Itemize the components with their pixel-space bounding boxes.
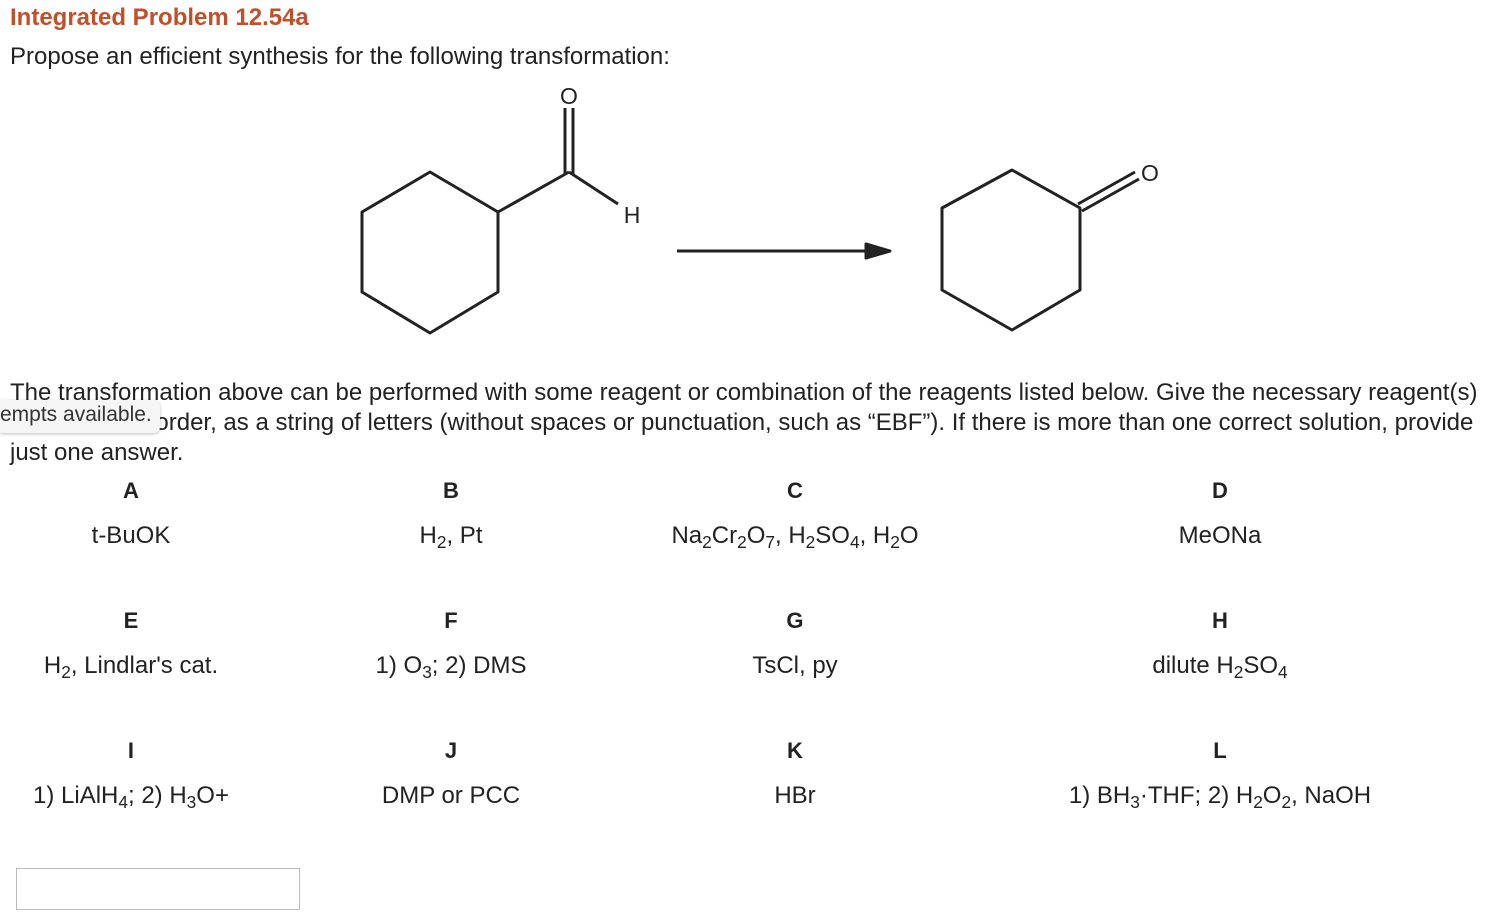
reagent-formula: MeONa: [1179, 522, 1262, 550]
formula-text: , H: [859, 522, 891, 549]
formula-text: TsCl, py: [752, 652, 838, 679]
reagent-letter: G: [786, 608, 804, 633]
reagent-formula: t-BuOK: [92, 522, 171, 550]
reagent-formula: Na2Cr2O7, H2SO4, H2O: [671, 522, 919, 553]
aldehyde-hydrogen-label: H: [624, 202, 641, 228]
problem-title: Integrated Problem 12.54a: [10, 4, 309, 31]
formula-text: dilute H: [1152, 652, 1234, 679]
formula-text: , NaOH: [1291, 782, 1372, 809]
formula-text: Cr: [711, 522, 738, 549]
reagent-letter: B: [443, 478, 459, 503]
formula-text: , Pt: [446, 522, 483, 549]
aldehyde-oxygen-label: O: [560, 83, 578, 109]
formula-text: , H: [774, 522, 806, 549]
reagent-formula: TsCl, py: [752, 652, 837, 680]
formula-subscript: 4: [118, 792, 128, 813]
reagent-formula: dilute H2SO4: [1152, 652, 1288, 683]
starting-ring: [360, 170, 500, 335]
formula-text: 1) BH: [1068, 782, 1131, 809]
reagent-letter: F: [444, 608, 458, 633]
reagent-option-g: G TsCl, py: [752, 608, 837, 680]
reagent-letter: A: [123, 478, 139, 503]
formula-text: 1) LiAlH: [33, 782, 119, 809]
formula-text: ; 2) H: [127, 782, 187, 809]
formula-subscript: 2: [61, 662, 71, 683]
reagent-letter: H: [1212, 608, 1228, 633]
formula-subscript: 2: [702, 532, 712, 553]
reagent-option-f: F 1) O3; 2) DMS: [375, 608, 527, 683]
reagent-formula: H2, Lindlar's cat.: [43, 652, 219, 683]
reagent-formula: 1) LiAlH4; 2) H3O+: [33, 782, 229, 813]
reagent-letter: C: [787, 478, 803, 503]
formula-subscript: 3: [422, 662, 432, 683]
ketone-oxygen-label: O: [1141, 160, 1159, 186]
reagent-letter: E: [123, 608, 139, 633]
reagent-letter: I: [127, 738, 135, 763]
reaction-scheme: O H O: [360, 83, 1159, 335]
formula-text: O+: [196, 782, 229, 809]
aldehyde-h-bond: [568, 170, 619, 206]
reagent-letter: D: [1212, 478, 1228, 503]
reagent-formula: DMP or PCC: [382, 782, 520, 810]
formula-text: O: [746, 522, 766, 549]
reagent-option-d: D MeONa: [1179, 478, 1262, 550]
reagent-formula: H2, Pt: [419, 522, 483, 553]
formula-text: MeONa: [1178, 522, 1262, 549]
formula-text: SO: [1243, 652, 1279, 679]
formula-text: HBr: [774, 782, 816, 809]
reagent-option-e: E H2, Lindlar's cat.: [43, 608, 219, 683]
instructions-text: The transformation above can be performe…: [10, 379, 1478, 466]
formula-text: H: [43, 652, 62, 679]
formula-subscript: 2: [805, 532, 816, 553]
reagent-option-i: I 1) LiAlH4; 2) H3O+: [33, 738, 229, 813]
formula-subscript: 2: [890, 532, 900, 553]
formula-text: SO: [815, 522, 850, 549]
reagent-formula: 1) BH3·THF; 2) H2O2, NaOH: [1068, 782, 1372, 813]
reagent-letter: L: [1213, 738, 1227, 763]
attempts-tooltip: empts available.: [0, 400, 160, 433]
answer-input[interactable]: [16, 868, 300, 910]
formula-subscript: 2: [1281, 792, 1292, 813]
formula-subscript: 3: [186, 792, 197, 813]
formula-subscript: 2: [436, 532, 447, 553]
problem-prompt: Propose an efficient synthesis for the f…: [10, 43, 670, 70]
reagent-formula: HBr: [774, 782, 815, 810]
product-ring: [940, 168, 1082, 332]
ketone-double-bond-b: [1081, 177, 1140, 213]
formula-text: O: [1262, 782, 1282, 809]
formula-text: t-BuOK: [91, 522, 171, 549]
formula-text: Na: [671, 522, 703, 549]
reagent-letter: J: [444, 738, 458, 763]
formula-subscript: 2: [1253, 792, 1263, 813]
ketone-double-bond-a: [1077, 170, 1136, 206]
formula-subscript: 3: [1130, 792, 1140, 813]
formula-subscript: 7: [765, 532, 775, 553]
formula-text: H: [419, 522, 437, 549]
reagent-option-j: J DMP or PCC: [382, 738, 520, 810]
formula-subscript: 2: [1233, 662, 1244, 683]
formula-subscript: 2: [737, 532, 747, 553]
formula-text: ·THF; 2) H: [1139, 782, 1254, 809]
formula-text: 1) O: [375, 652, 423, 679]
formula-text: DMP or PCC: [381, 782, 521, 809]
formula-subscript: 4: [849, 532, 860, 553]
reagent-letter: K: [787, 738, 803, 763]
formula-text: , Lindlar's cat.: [70, 652, 219, 679]
reagent-option-k: K HBr: [774, 738, 815, 810]
alpha-bond: [497, 170, 570, 214]
formula-subscript: 4: [1278, 662, 1288, 683]
formula-text: O: [899, 522, 919, 549]
formula-text: ; 2) DMS: [431, 652, 527, 679]
reaction-arrow-head: [864, 242, 892, 260]
reagent-formula: 1) O3; 2) DMS: [375, 652, 527, 683]
